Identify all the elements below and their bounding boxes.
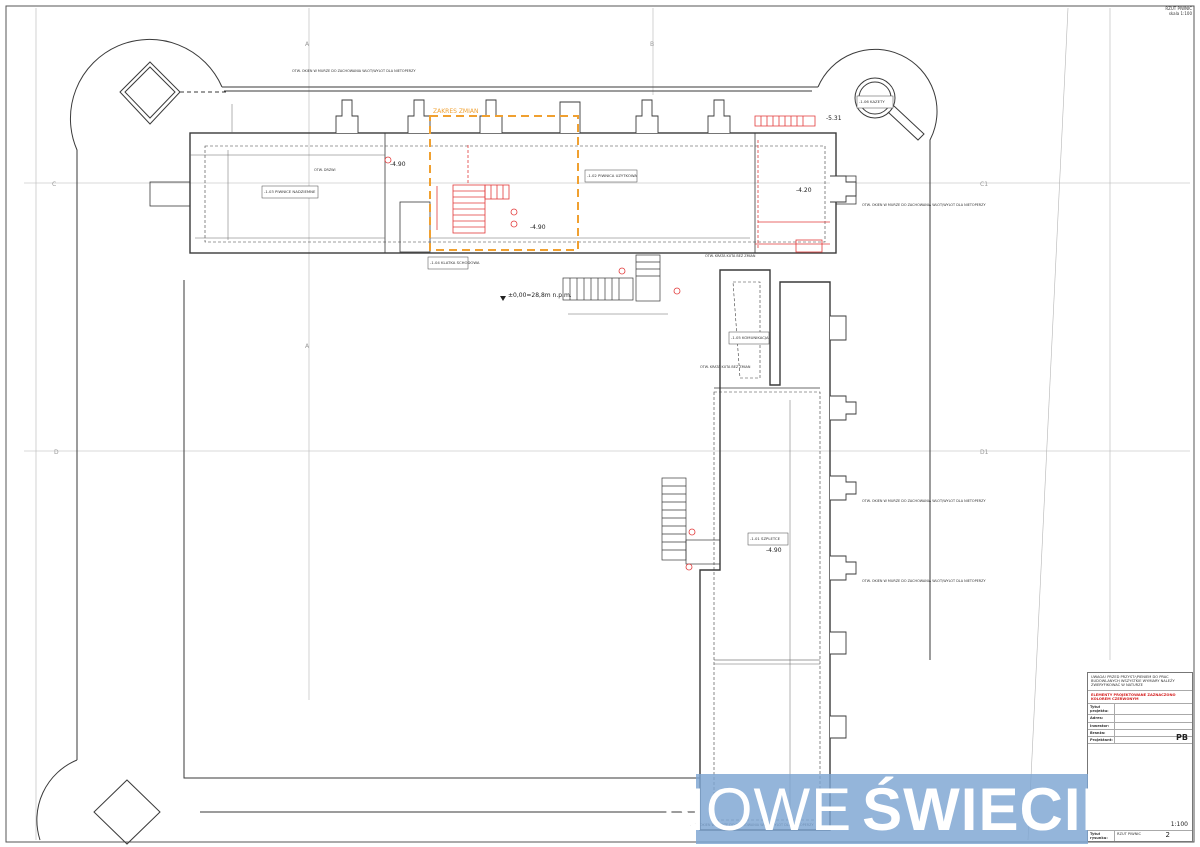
title-row-label: Inwestor:	[1088, 722, 1115, 729]
title-row: Tytuł projektu:	[1088, 704, 1192, 716]
sheet-number: 2	[1165, 830, 1170, 839]
drawing-title-label: Tytuł rysunku:	[1088, 830, 1115, 841]
axis-label-a: A	[305, 41, 310, 48]
stairs-b	[661, 477, 721, 565]
room-label-3: -1.04 KLATKA SCHODOWA	[430, 260, 480, 265]
level-label: ±0,00=28,8m n.p.m.	[508, 292, 572, 299]
title-row: Adres:	[1088, 715, 1192, 723]
title-row-label: Tytuł projektu:	[1088, 704, 1115, 715]
axis-markers: A B C C1 D D1 A	[52, 41, 989, 456]
axis-label-c: C	[52, 181, 56, 188]
elevation-2: -4.20	[796, 187, 812, 194]
sheet-header-title: RZUT PIWNIC	[1165, 6, 1192, 11]
elevation-4: -5.31	[826, 115, 842, 122]
title-row: Branża:	[1088, 729, 1192, 738]
axis-label-c1: C1	[980, 181, 988, 188]
wall-note-2: OTW. OKIEN W MURZE DO ZACHOWANIA WLOT/WY…	[862, 203, 986, 207]
left-bastion	[119, 61, 226, 125]
outer-wall	[36, 39, 938, 841]
change-zone	[429, 115, 579, 251]
banner-word-2: ŚWIECIE	[862, 775, 1123, 843]
room-label-2: -1.02 PIWNICA UZYTKOWA	[587, 173, 637, 178]
room-label-5: -1.01 SZPLETCE	[750, 536, 781, 541]
room-label-6: -1.06 KAZETY	[859, 99, 885, 104]
stairs-a	[562, 254, 661, 302]
east-wing	[699, 269, 831, 831]
sheet-border	[5, 5, 1195, 843]
elevation-1: -4.90	[390, 161, 406, 168]
buttresses-right	[830, 175, 857, 739]
room-labels: -1.03 PIWNICE NADZIEMNE -1.02 PIWNICA UZ…	[261, 95, 894, 546]
wall-note-4: OTW. OKIEN W MURZE DO ZACHOWANIA WLOT/WY…	[862, 579, 986, 583]
phase-code: PB	[1176, 733, 1188, 742]
axis-label-b: B	[650, 41, 654, 48]
title-row-value	[1115, 704, 1192, 714]
axis-label-d: D	[54, 449, 59, 456]
door-note-1: OTW. DRZWI	[314, 168, 336, 172]
room-label-1: -1.03 PIWNICE NADZIEMNE	[264, 189, 316, 194]
title-row-label: Branża:	[1088, 729, 1115, 737]
door-note-3: OTW. KRATA KUTA BEZ ZMIAN	[700, 365, 751, 369]
title-row: Inwestor:	[1088, 722, 1192, 730]
title-row-value	[1115, 715, 1192, 721]
sheet-header: RZUT PIWNIC skala 1:100	[1165, 6, 1192, 16]
title-note: UWAGA! PRZED PRZYSTĄPIENIEM DO PRAC BUDO…	[1088, 673, 1192, 691]
elevations: -4.90 -4.20 -4.90 -5.31 -4.90	[390, 115, 842, 554]
lower-bastion	[93, 779, 161, 845]
wall-note-3: OTW. OKIEN W MURZE DO ZACHOWANIA WLOT/WY…	[862, 499, 986, 503]
designed-elements	[384, 115, 830, 571]
sheet-header-scale: skala 1:100	[1168, 11, 1192, 16]
watermark-banner: NOWE ŚWIECIE	[662, 774, 1122, 844]
dimension-lines	[190, 104, 820, 810]
change-zone-label: ZAKRES ZMIAN	[433, 108, 478, 115]
door-note-2: OTW. KRATA KUTA BEZ ZMIAN	[705, 254, 756, 258]
room-label-4: -1.05 KOMUNIKACJA	[731, 335, 769, 340]
title-note-red: ELEMENTY PROJEKTOWANE ZAZNACZONO KOLOREM…	[1088, 691, 1192, 705]
drawing-title: RZUT PIWNIC	[1117, 831, 1141, 836]
buttresses-top	[335, 99, 731, 133]
grid-lines	[24, 7, 1190, 841]
drawing-scale: 1:100	[1170, 820, 1188, 828]
level-marker	[500, 296, 506, 301]
right-bastion	[854, 77, 925, 141]
axis-label-a-lower: A	[305, 343, 310, 350]
elevation-5: -4.90	[766, 547, 782, 554]
axis-label-d1: D1	[980, 449, 989, 456]
title-row-label: Projektant:	[1088, 737, 1115, 744]
title-row: Projektant:	[1088, 737, 1192, 745]
elevation-3: -4.90	[530, 224, 546, 231]
title-block: UWAGA! PRZED PRZYSTĄPIENIEM DO PRAC BUDO…	[1087, 672, 1193, 842]
banner-word-1: NOWE	[661, 775, 853, 843]
wall-note-1: OTW. OKIEN W MURZE DO ZACHOWANIA WLOT/WY…	[292, 69, 416, 73]
title-row: Tytuł rysunku:RZUT PIWNIC	[1088, 829, 1192, 841]
title-row-value	[1115, 723, 1192, 729]
title-row-label: Adres:	[1088, 715, 1115, 722]
